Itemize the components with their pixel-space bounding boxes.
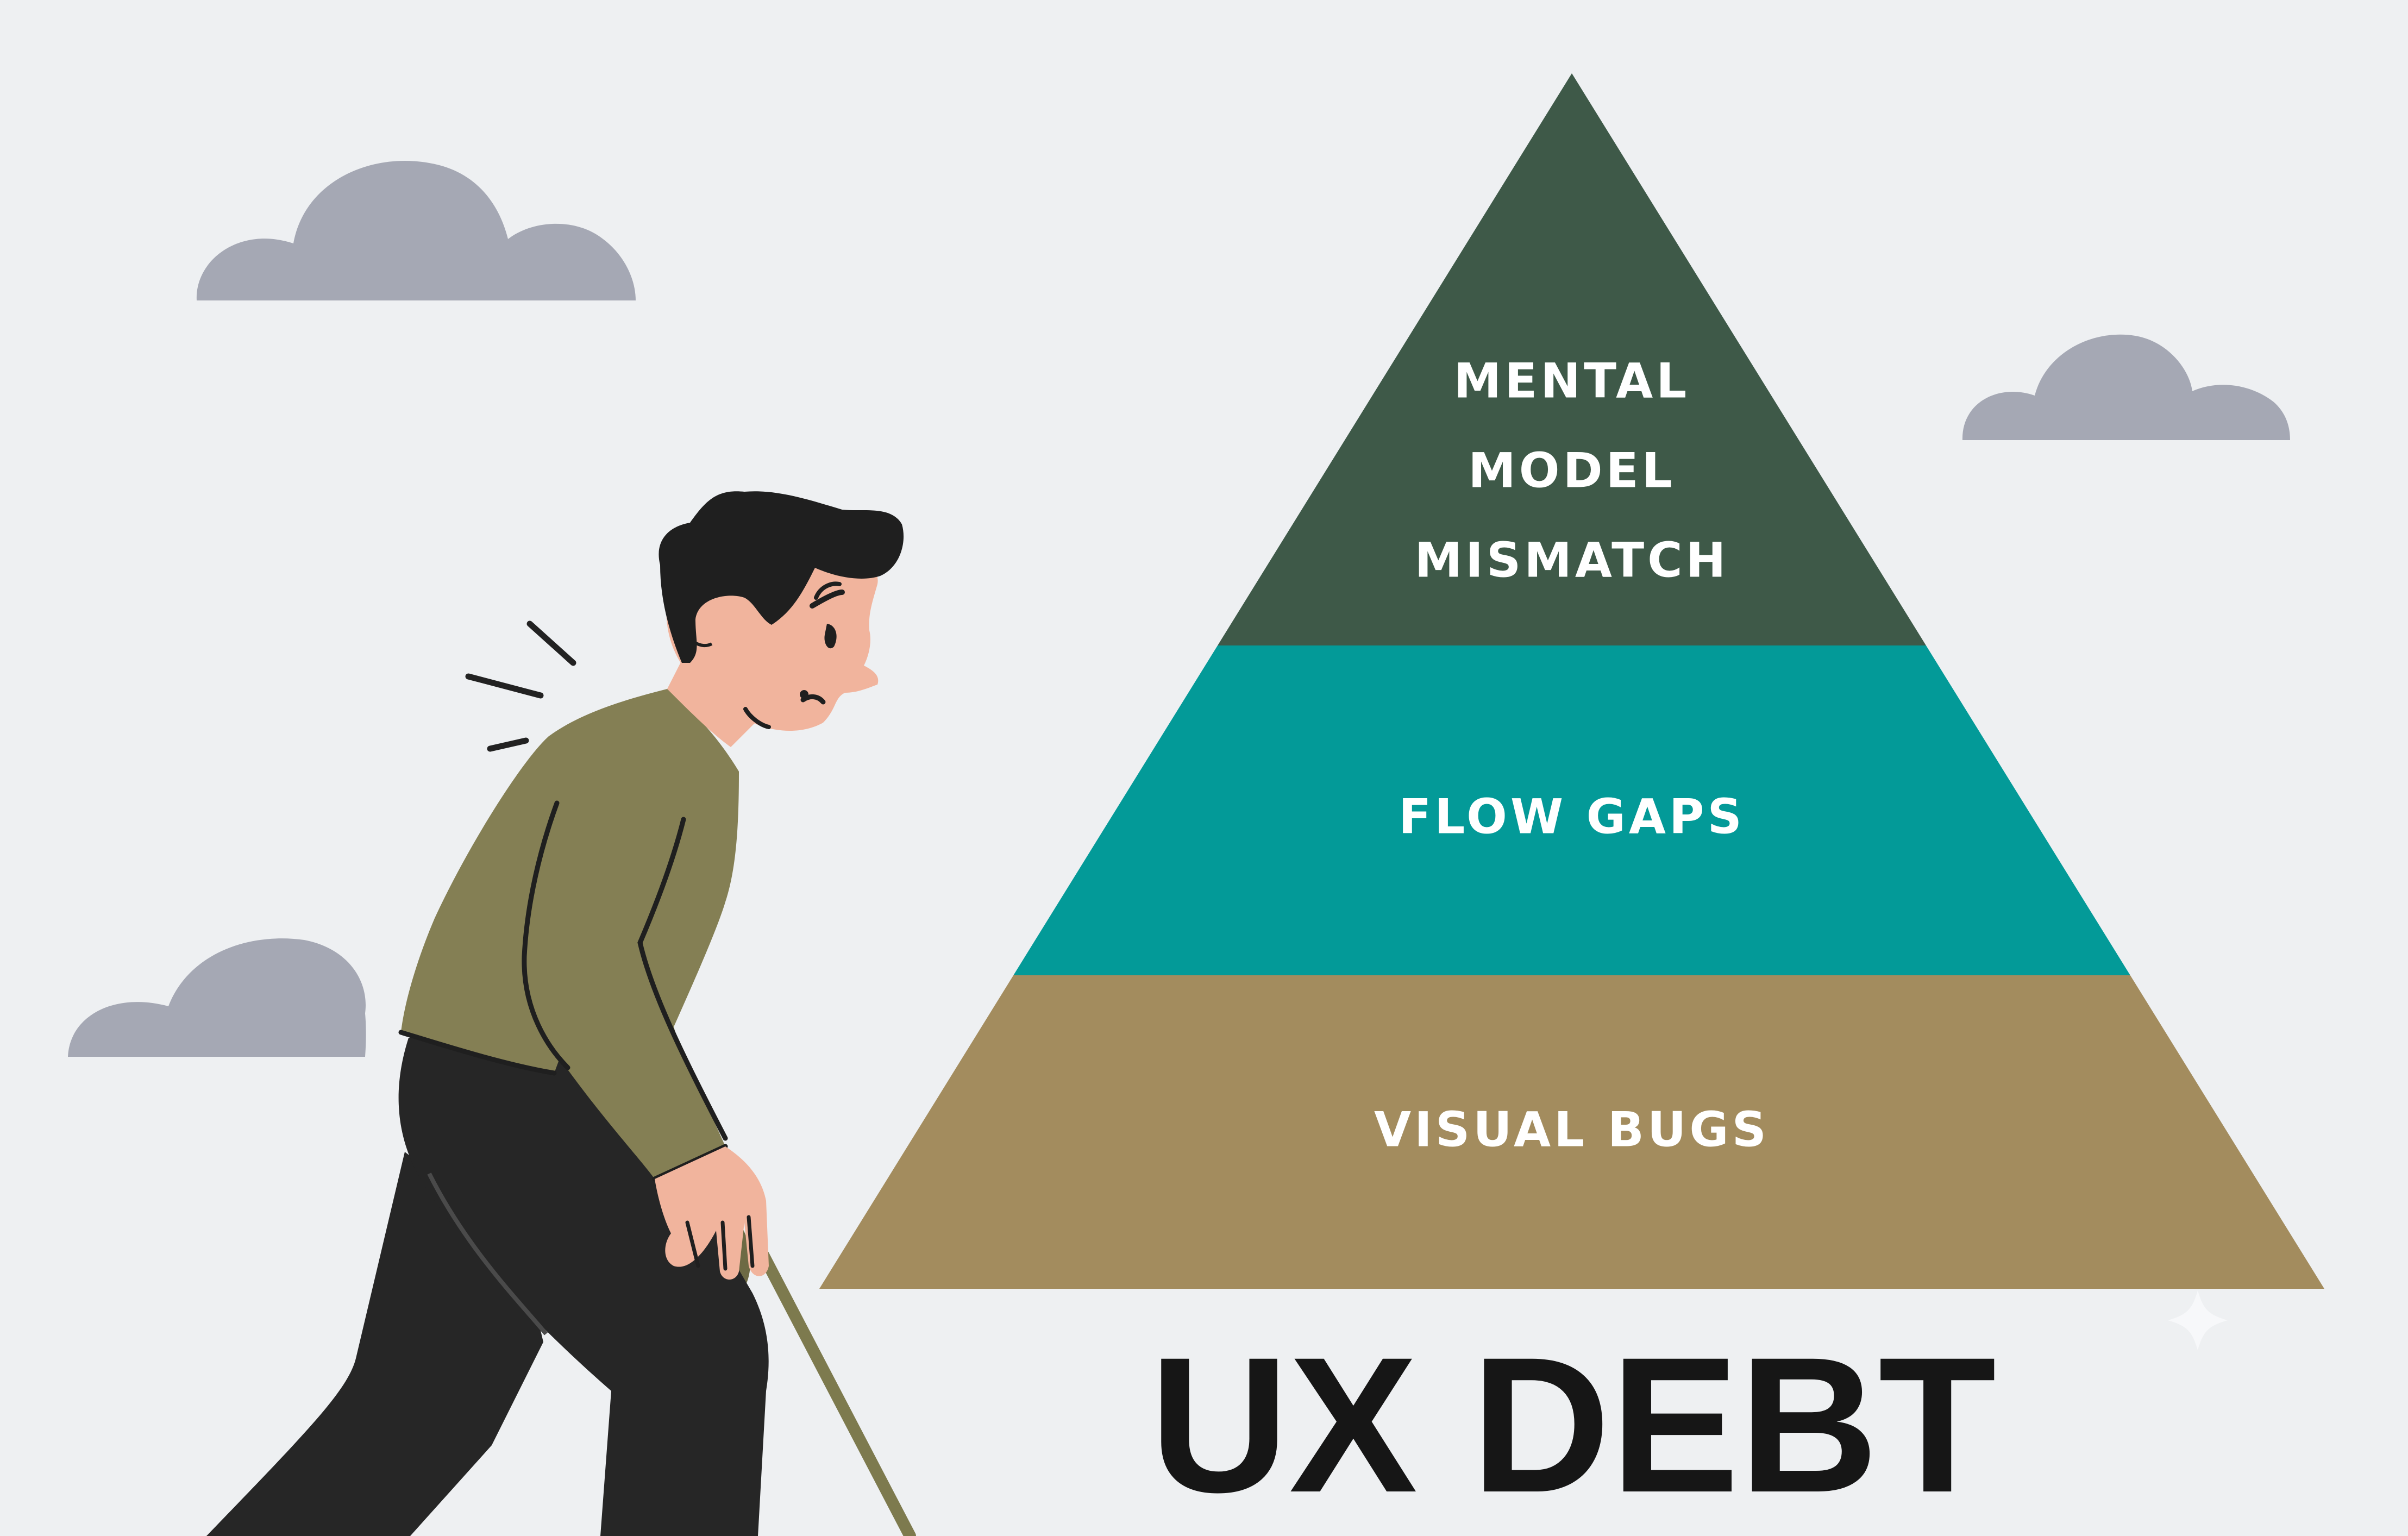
pyramid-tier-1 bbox=[1218, 73, 1926, 645]
strain-lines bbox=[465, 620, 576, 752]
pants-back-leg bbox=[206, 1152, 543, 1536]
pants-front-leg bbox=[398, 1037, 769, 1536]
cloud-icon bbox=[196, 160, 636, 300]
pyramid-tier-1-label: MENTAL bbox=[1454, 353, 1690, 409]
pyramid-tier-2 bbox=[1013, 645, 2130, 975]
cane bbox=[757, 1249, 916, 1536]
pants-crease bbox=[427, 1173, 548, 1336]
sparkle-icon bbox=[2168, 1290, 2228, 1350]
pyramid-tier-2-label: FLOW GAPS bbox=[1399, 789, 1745, 845]
cheek-mark bbox=[800, 690, 808, 699]
hand bbox=[655, 1146, 769, 1280]
hair bbox=[659, 491, 904, 663]
page-title: UX DEBT bbox=[1150, 1318, 1996, 1533]
eye bbox=[824, 624, 837, 649]
pyramid-tier-3 bbox=[819, 975, 2324, 1289]
pyramid-tier-3-label: VISUAL BUGS bbox=[1374, 1102, 1770, 1158]
pyramid-tier-1-label: MODEL bbox=[1468, 443, 1676, 499]
cloud-icon bbox=[1962, 334, 2290, 440]
pyramid-tier-1-label: MISMATCH bbox=[1415, 532, 1729, 588]
ux-debt-pyramid: MENTAL MODEL MISMATCH FLOW GAPS VISUAL BUGS bbox=[819, 73, 2324, 1289]
cloud-icon bbox=[68, 938, 366, 1057]
tired-person-with-cane-icon bbox=[206, 491, 916, 1536]
